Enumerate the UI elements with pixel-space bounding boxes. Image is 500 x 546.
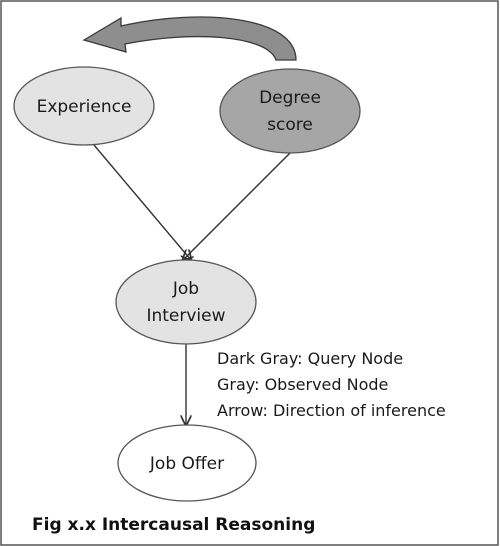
edge-experience-interview [93, 144, 191, 260]
edge-degree-interview [183, 149, 294, 260]
node-degree-score-shape [219, 68, 361, 154]
node-degree-score-line1: Degree [259, 88, 321, 108]
node-job-offer-label: Job Offer [149, 454, 224, 474]
node-degree-score: Degree score [219, 68, 361, 154]
node-experience: Experience [13, 66, 155, 146]
inference-curve-arrow [82, 16, 297, 61]
node-job-offer: Job Offer [117, 424, 257, 502]
legend-inference-arrow: Arrow: Direction of inference [217, 401, 446, 420]
node-experience-shape [13, 66, 155, 146]
legend-observed-node: Gray: Observed Node [217, 375, 388, 394]
node-experience-label: Experience [37, 97, 132, 117]
legend: Dark Gray: Query Node Gray: Observed Nod… [217, 349, 446, 420]
node-job-interview-shape [115, 259, 257, 345]
node-job-interview-line1: Job [172, 279, 199, 299]
node-job-offer-shape [117, 424, 257, 502]
node-job-interview: Job Interview [115, 259, 257, 345]
figure-caption: Fig x.x Intercausal Reasoning [32, 515, 315, 535]
node-job-interview-line2: Interview [146, 306, 225, 326]
legend-query-node: Dark Gray: Query Node [217, 349, 403, 368]
node-degree-score-line2: score [267, 115, 313, 135]
